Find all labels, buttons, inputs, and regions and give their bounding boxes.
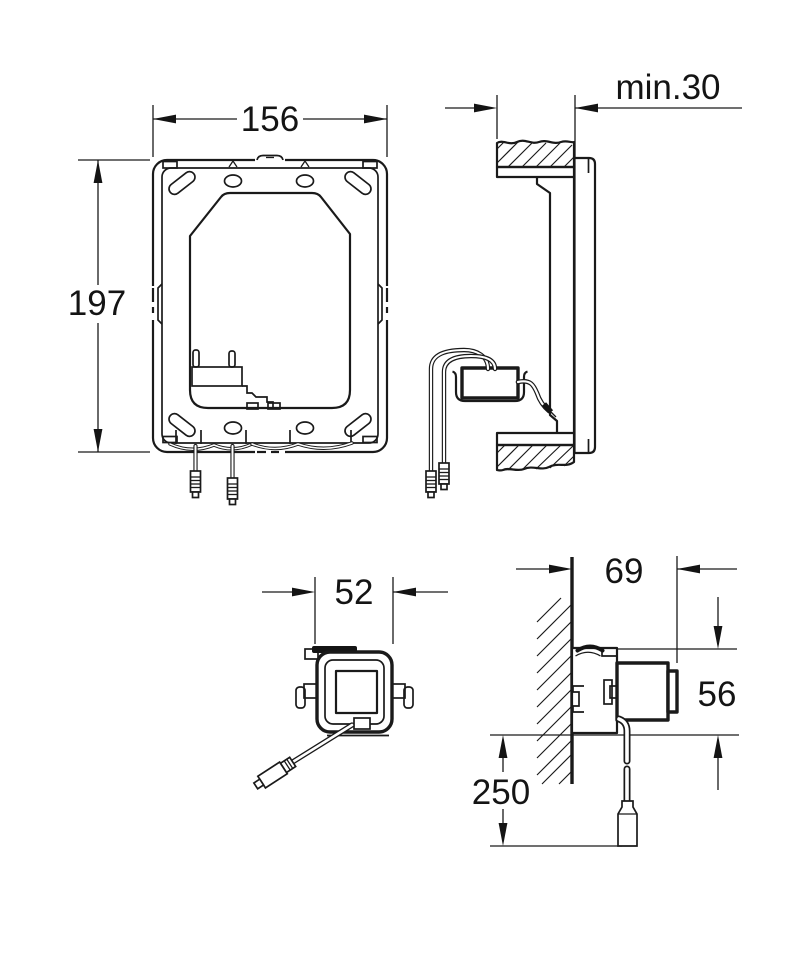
battery-bracket	[191, 349, 281, 410]
sensor-front-view: 52	[252, 573, 448, 790]
dim-label-52: 52	[335, 573, 374, 612]
wire-connector	[189, 470, 202, 499]
sensor-side-body	[570, 644, 679, 735]
module-supply-wires	[428, 347, 498, 474]
wall-section-top	[495, 139, 576, 169]
frame-wires	[168, 430, 354, 481]
dimension-wall-depth: min.30	[445, 68, 742, 157]
dimension-cable-drop: 250	[466, 735, 536, 846]
cable-connector	[617, 800, 638, 847]
dimension-front-height: 197	[64, 159, 150, 453]
sensor-cable	[252, 722, 355, 790]
frame-slots-and-holes	[168, 170, 372, 438]
cable-connector	[252, 756, 297, 790]
dim-label-250: 250	[472, 773, 530, 812]
dimension-sensor-height: 56	[698, 597, 737, 790]
dim-label-156: 156	[241, 100, 299, 139]
mounting-frame-outline	[149, 154, 391, 456]
front-view: 156 197	[64, 100, 391, 506]
sensor-side-view: 69 56 250	[466, 552, 739, 847]
module-sensor-wire	[515, 379, 557, 418]
wall-section-bottom	[495, 443, 576, 472]
dimension-front-width: 156	[152, 100, 388, 157]
wire-connector	[425, 470, 437, 499]
sensor-body	[295, 646, 414, 737]
wire-connector	[438, 462, 450, 491]
frame-opening	[188, 191, 352, 410]
dim-label-197: 197	[68, 284, 126, 323]
dim-label-69: 69	[605, 552, 644, 591]
dimension-sensor-depth: 69	[516, 552, 737, 663]
wire-connector	[226, 477, 239, 506]
side-view: min.30	[425, 68, 742, 499]
dim-label-min30: min.30	[615, 68, 720, 107]
control-module	[452, 366, 528, 403]
frame-side-profile	[495, 156, 597, 455]
dimension-sensor-width: 52	[262, 573, 448, 644]
sensor-side-cable	[615, 715, 638, 847]
wall-hatch	[536, 597, 573, 785]
dim-label-56: 56	[698, 675, 737, 714]
